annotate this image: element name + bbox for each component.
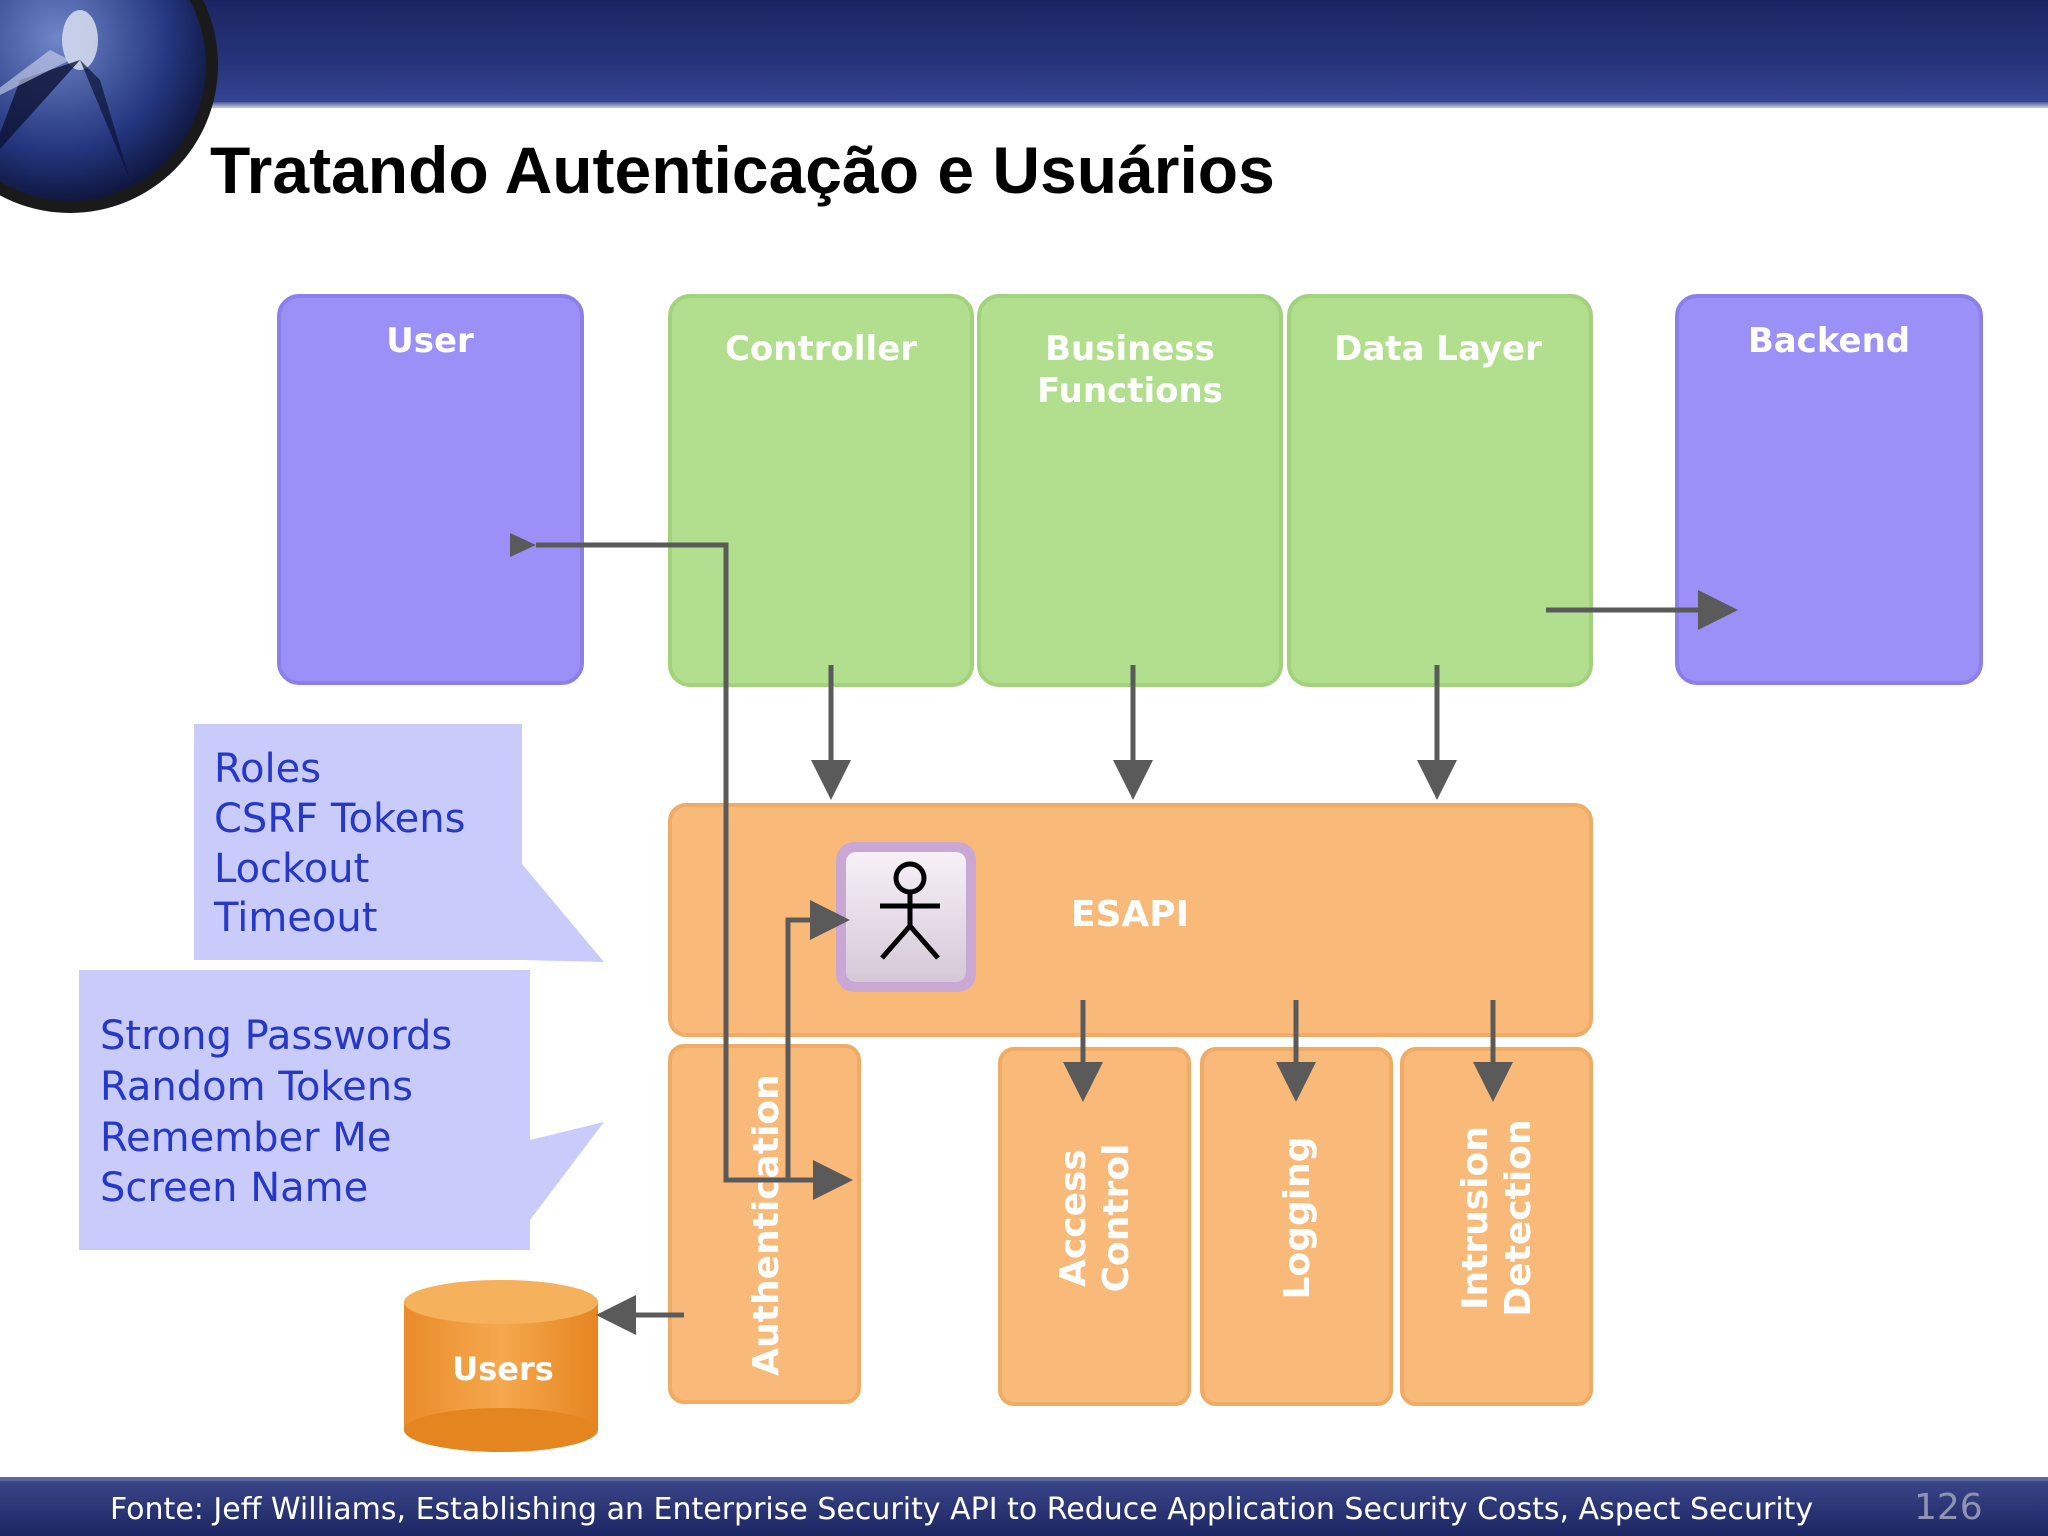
- user-label: User: [386, 321, 474, 361]
- page-number: 126: [1914, 1487, 1983, 1528]
- authentication-box: [668, 1044, 861, 1404]
- business-label-line1: Business: [1045, 329, 1215, 369]
- authentication-label: Authentication: [746, 1074, 787, 1375]
- access-control-box: [998, 1047, 1191, 1406]
- callout-session-shape: [194, 724, 604, 962]
- backend-label: Backend: [1748, 321, 1910, 361]
- controller-label: Controller: [725, 329, 917, 369]
- owasp-logo-icon: [0, 0, 218, 213]
- slide-title: Tratando Autenticação e Usuários: [210, 133, 1275, 207]
- user-box: [277, 294, 584, 685]
- data-layer-box: [1287, 294, 1593, 687]
- footer-source: Fonte: Jeff Williams, Establishing an En…: [110, 1492, 1814, 1527]
- business-label-line2: Functions: [1037, 371, 1223, 411]
- users-database-icon: [404, 1280, 598, 1452]
- users-db-label: Users: [452, 1350, 554, 1388]
- callout-session-line4: Timeout: [213, 895, 377, 941]
- callout-credentials-line3: Remember Me: [100, 1115, 391, 1161]
- header-divider: [0, 102, 2048, 108]
- data-layer-label: Data Layer: [1334, 329, 1542, 369]
- intrusion-label-line2: Detection: [1498, 1119, 1539, 1316]
- header-bar: [0, 0, 2048, 102]
- controller-box: [668, 294, 974, 687]
- callout-credentials-shape: [79, 970, 604, 1250]
- intrusion-detection-box: [1400, 1047, 1593, 1406]
- logging-label: Logging: [1277, 1137, 1318, 1300]
- callout-session-line2: CSRF Tokens: [214, 796, 465, 842]
- callout-credentials-line2: Random Tokens: [100, 1064, 413, 1110]
- callout-session-line3: Lockout: [214, 846, 369, 892]
- callout-credentials-line4: Screen Name: [100, 1165, 368, 1211]
- intrusion-label-line1: Intrusion: [1455, 1126, 1496, 1310]
- business-functions-box: [977, 294, 1283, 687]
- access-control-label-line1: Access: [1053, 1149, 1094, 1287]
- backend-box: [1675, 294, 1983, 685]
- user-arrow-start-icon: [510, 533, 536, 557]
- access-control-label-line2: Control: [1096, 1144, 1137, 1293]
- authentication-to-actor-arrow: [726, 900, 850, 1183]
- esapi-label: ESAPI: [1071, 894, 1189, 935]
- footer-bar: [0, 1477, 2048, 1536]
- callout-session-line1: Roles: [214, 746, 321, 792]
- callout-credentials-line1: Strong Passwords: [100, 1013, 452, 1059]
- user-actor-icon: [836, 842, 976, 992]
